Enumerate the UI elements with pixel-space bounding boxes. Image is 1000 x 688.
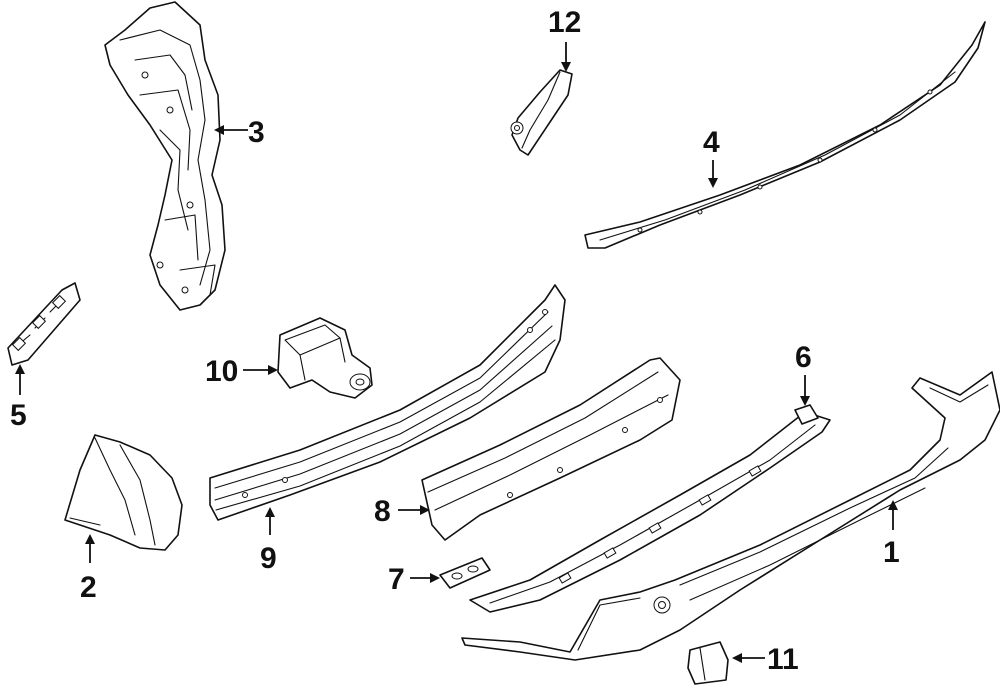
part-7-clip — [439, 557, 491, 589]
callout-1: 1 — [883, 536, 900, 569]
part-6-mounting-rail — [469, 404, 831, 613]
callout-3: 3 — [248, 116, 265, 149]
callout-10: 10 — [205, 355, 238, 388]
callout-2: 2 — [80, 571, 97, 604]
part-8-absorber — [421, 357, 681, 541]
part-12-reflector — [510, 69, 573, 156]
callout-7: 7 — [388, 563, 405, 596]
callout-5: 5 — [10, 399, 27, 432]
callout-12: 12 — [548, 6, 581, 39]
callout-6: 6 — [795, 341, 812, 374]
part-2-splash-shield — [64, 434, 183, 551]
callout-9: 9 — [260, 542, 277, 575]
callout-8: 8 — [374, 495, 391, 528]
part-4-molding-strip — [584, 21, 986, 249]
callout-4: 4 — [703, 126, 720, 159]
part-3-inner-panel — [104, 1, 226, 311]
part-1-lower-cover — [461, 371, 1000, 661]
part-10-module — [277, 317, 373, 399]
leader-arrows — [15, 42, 898, 663]
part-11-cap — [687, 641, 729, 685]
part-9-reinforcement — [209, 284, 566, 521]
part-5-bracket — [7, 282, 81, 366]
callout-11: 11 — [767, 643, 799, 676]
